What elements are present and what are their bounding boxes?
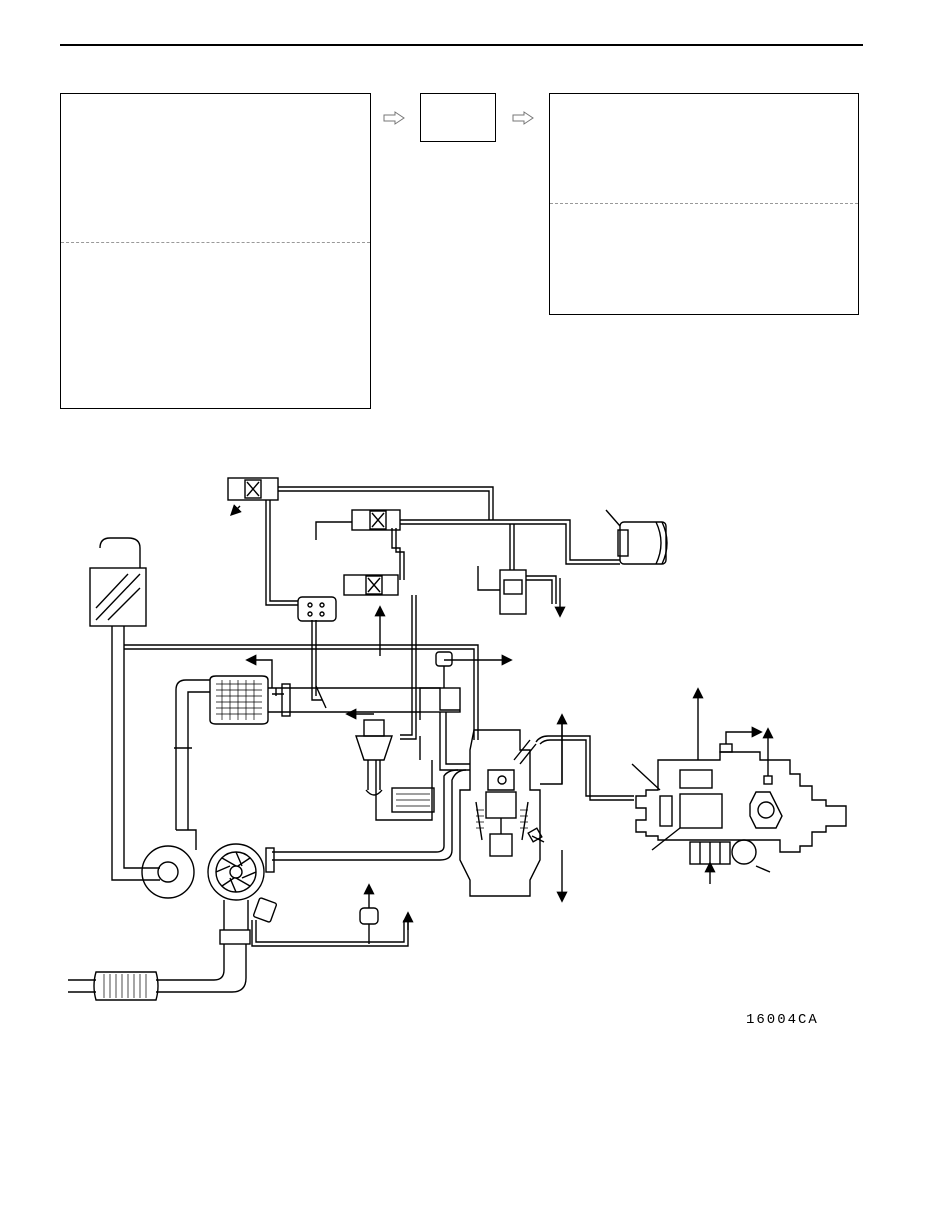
catalytic-converter-icon xyxy=(93,971,159,1001)
air-cleaner-icon xyxy=(89,537,147,627)
figure-id: 16004CA xyxy=(746,1012,819,1028)
egr-control-solenoid-icon xyxy=(227,477,279,501)
flow-arrow-icon xyxy=(383,111,405,125)
input-box-divider xyxy=(61,242,370,243)
coolant-temperature-sensor-icon xyxy=(527,827,545,843)
engine-block-icon xyxy=(459,729,541,897)
regulator-valve-icon xyxy=(499,569,557,615)
waste-gate-actuator-icon xyxy=(251,897,409,947)
boost-pressure-sensor-icon xyxy=(435,651,453,688)
output-box xyxy=(549,93,859,315)
egr-valve-icon xyxy=(375,760,435,821)
header-rule xyxy=(60,44,863,46)
intake-manifold xyxy=(419,712,470,771)
flow-arrow-icon xyxy=(512,111,534,125)
boost-control-solenoid-icon xyxy=(351,509,401,531)
control-unit-box xyxy=(420,93,496,142)
vacuum-tank-icon xyxy=(297,596,337,622)
injection-pump-icon xyxy=(635,743,847,865)
injection-nozzle-icon xyxy=(513,735,634,801)
throttle-control-solenoid-icon xyxy=(343,574,399,596)
intercooler-icon xyxy=(209,675,269,725)
compressor-icon xyxy=(141,679,210,899)
intake-air-temperature-sensor-icon xyxy=(359,907,379,944)
input-box xyxy=(60,93,371,409)
turbine-icon xyxy=(207,843,265,901)
output-box-divider xyxy=(550,203,858,204)
throttle-valve-icon xyxy=(355,719,393,796)
vacuum-pump-icon xyxy=(617,521,668,565)
intake-duct xyxy=(111,626,479,881)
exhaust-pipe xyxy=(265,769,467,873)
intake-pipe xyxy=(268,683,461,720)
vacuum-hoses xyxy=(265,486,620,740)
exhaust-downpipe xyxy=(68,900,251,993)
leader-lines xyxy=(315,509,771,873)
